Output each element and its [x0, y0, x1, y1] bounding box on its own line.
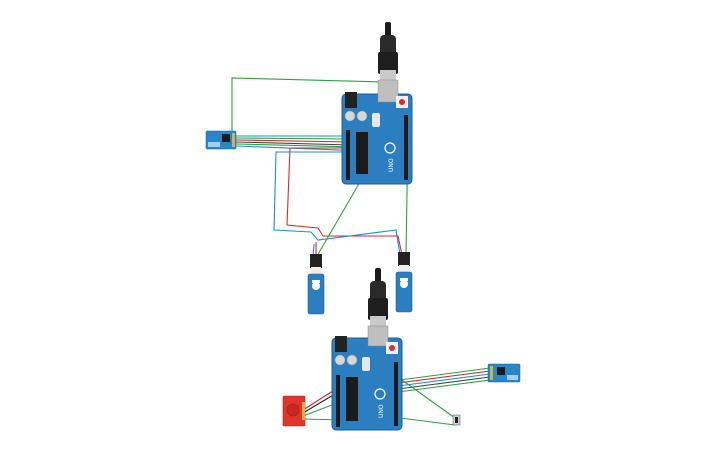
arduino-top-capacitor-1 [344, 110, 356, 122]
usb-cable-top[interactable] [378, 22, 398, 82]
wire-red-servo-power[interactable] [286, 147, 403, 256]
usb-cable-top-wire [385, 22, 391, 36]
rf-module-top[interactable] [205, 130, 237, 150]
arduino-bottom-reset-button[interactable] [389, 345, 395, 351]
usb-cable-bottom-wire [375, 268, 381, 282]
arduino-bottom-header-right [394, 362, 398, 426]
arduino-top-capacitor-2 [356, 110, 368, 122]
arduino-bottom-header-left [336, 375, 340, 427]
rf-module-bottom-chip [497, 367, 505, 375]
usb-cable-bottom[interactable] [368, 268, 388, 328]
arduino-top-reset-button[interactable] [399, 99, 405, 105]
arduino-bottom-chip [346, 377, 358, 421]
rf-module-bottom-antenna [507, 375, 518, 380]
arduino-bottom-logo-icon [374, 388, 386, 400]
arduino-top-header-right [404, 115, 408, 180]
joystick-module[interactable] [282, 395, 306, 427]
joystick-pins [302, 402, 305, 420]
arduino-top-crystal [372, 113, 380, 127]
servo-right-horn [399, 265, 409, 275]
push-button[interactable] [452, 414, 461, 426]
usb-cable-bottom-connector [370, 316, 386, 328]
usb-cable-top-connector [380, 70, 396, 82]
wire-rf-bottom-1[interactable] [399, 367, 491, 381]
servo-left-horn [311, 267, 321, 277]
rf-module-bottom-pins [490, 366, 493, 380]
servo-left-shaft [312, 282, 320, 290]
wire-rf-top-3[interactable] [235, 139, 353, 143]
wire-blue-servo-signal[interactable] [273, 151, 401, 256]
servo-right[interactable] [395, 252, 413, 313]
joystick-stick-icon[interactable] [286, 403, 300, 417]
arduino-top-header-left [346, 130, 350, 180]
arduino-bottom-usb-port [367, 325, 389, 347]
wire-button-1[interactable] [399, 417, 456, 426]
servo-right-body [395, 271, 413, 313]
rf-module-top-pins [232, 133, 235, 147]
servo-left-arm [312, 280, 320, 283]
wire-green-board-servo[interactable] [316, 181, 361, 257]
arduino-bottom-power-jack [335, 336, 347, 352]
usb-cable-bottom-plug [368, 298, 388, 320]
servo-right-connector [398, 252, 410, 266]
rf-module-top-chip [222, 134, 230, 142]
arduino-bottom-capacitor-2 [346, 354, 358, 366]
servo-left-body [307, 273, 325, 315]
rf-module-bottom[interactable] [487, 363, 521, 383]
servo-left[interactable] [307, 254, 325, 315]
servo-left-connector [310, 254, 322, 268]
arduino-top-logo-text: UNO [388, 158, 395, 172]
arduino-bottom[interactable]: UNO [331, 325, 403, 431]
wire-rf-bottom-2[interactable] [397, 370, 491, 384]
arduino-top-logo-icon [384, 142, 396, 154]
arduino-bottom-capacitor-1 [334, 354, 346, 366]
wire-rf-top-4[interactable] [235, 141, 353, 146]
arduino-top-chip [356, 132, 368, 174]
wire-rf-top-2[interactable] [235, 137, 353, 140]
servo-right-shaft [400, 280, 408, 288]
servo-right-arm [400, 278, 408, 281]
arduino-bottom-logo-text: UNO [378, 404, 385, 418]
rf-module-top-antenna [208, 142, 220, 147]
usb-cable-top-plug [378, 52, 398, 74]
wire-rf-bottom-4[interactable] [397, 376, 491, 390]
arduino-bottom-crystal [362, 357, 370, 371]
arduino-top[interactable]: UNO [341, 79, 413, 185]
wire-button-2[interactable] [401, 379, 456, 419]
wire-rf-bottom-3[interactable] [397, 373, 491, 387]
arduino-top-usb-port [377, 79, 399, 103]
push-button-cap[interactable] [455, 417, 458, 423]
wire-rf-bottom-5[interactable] [397, 379, 491, 393]
arduino-top-power-jack [345, 92, 357, 108]
